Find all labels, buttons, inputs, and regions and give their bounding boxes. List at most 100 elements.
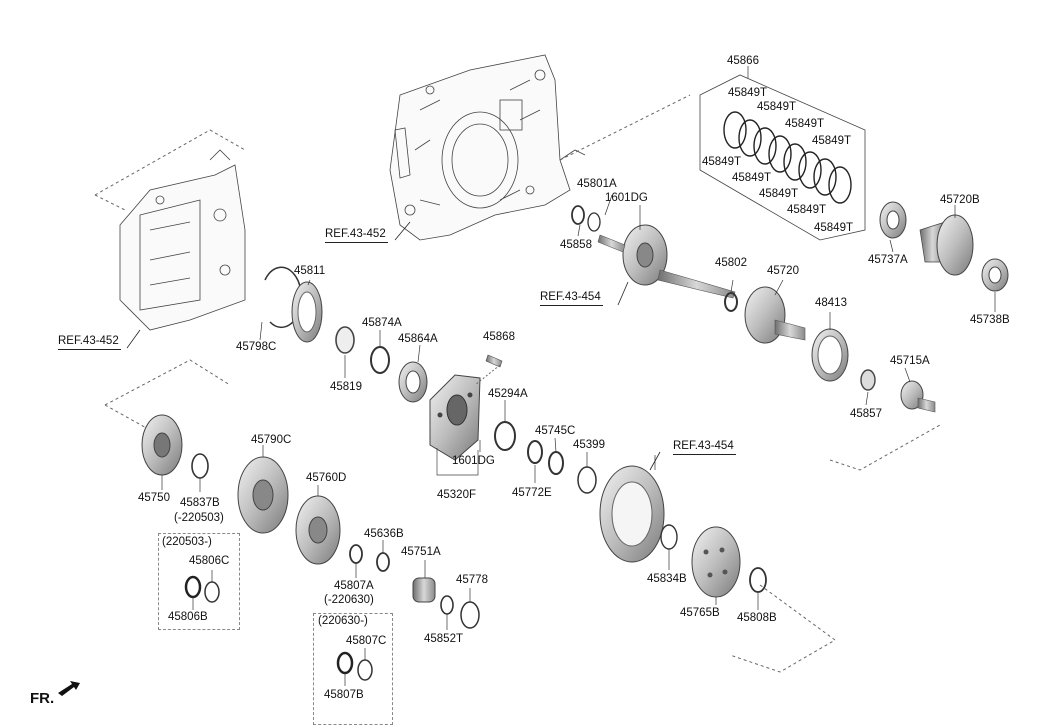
part-label: 45849T (812, 135, 852, 147)
leader-45808B (729, 584, 836, 673)
part-label: 45849T (702, 156, 742, 168)
part-label: 45866 (727, 55, 759, 67)
leader-45868 (474, 364, 501, 386)
ref-link-top-case[interactable]: REF.43-452 (325, 228, 388, 243)
ring-45874A (370, 346, 390, 374)
part-label: (-220503) (174, 512, 224, 524)
clutch-group-outline (699, 74, 866, 241)
part-label: 45772E (512, 487, 552, 499)
part-label: 45849T (732, 172, 772, 184)
part-label: 45750 (138, 492, 170, 504)
part-label: 45807A (334, 580, 374, 592)
ring-48413-inner (817, 335, 843, 375)
part-label: 45806B (168, 611, 208, 623)
ring-45745C (548, 451, 564, 475)
front-direction-label: FR. (30, 690, 55, 707)
housing-45320F (429, 374, 481, 461)
gear-45750 (141, 414, 183, 476)
ring-45636B (376, 552, 390, 572)
ring-45858 (571, 205, 585, 225)
part-label: 45806C (189, 555, 230, 567)
bearing-45864A-inner (405, 370, 421, 394)
part-label: (-220630) (324, 594, 374, 606)
ring-45772E (527, 440, 543, 464)
ring-45819 (335, 326, 355, 354)
gear-45760D (295, 495, 341, 565)
part-label: 45808B (737, 612, 777, 624)
part-label: 45819 (330, 381, 362, 393)
part-label: 45849T (728, 87, 768, 99)
bearing-45738B-inner (988, 266, 1002, 284)
large-ring-gear (599, 465, 665, 563)
part-label: 45807C (346, 635, 387, 647)
ring-45807A (349, 544, 363, 564)
part-label: 45760D (306, 472, 347, 484)
gear-45720 (744, 286, 806, 344)
clutch-plates (723, 111, 852, 204)
ref-link-shaft[interactable]: REF.43-454 (540, 291, 603, 306)
part-label: 45790C (251, 434, 292, 446)
leader-left-case-2 (94, 194, 126, 211)
part-label: 45745C (535, 425, 576, 437)
part-label: 45778 (456, 574, 488, 586)
part-label: 45294A (488, 388, 528, 400)
ring-45801A (587, 212, 601, 232)
ring-45852T (440, 595, 454, 615)
part-label: 45849T (757, 101, 797, 113)
part-label: 45751A (401, 546, 441, 558)
part-label: 48413 (815, 297, 847, 309)
part-label: 45765B (680, 607, 720, 619)
part-label: (220630-) (318, 615, 368, 627)
ring-45834B (660, 524, 678, 550)
part-label: 45857 (850, 408, 882, 420)
gear-45720B (919, 214, 974, 276)
transmission-case-left (119, 149, 246, 331)
part-label: 45720B (940, 194, 980, 206)
leader-45320F (436, 448, 479, 476)
part-label: 45864A (398, 333, 438, 345)
leader-case-clutch (559, 94, 691, 161)
ring-45802 (724, 292, 738, 312)
part-label: 45320F (437, 489, 477, 501)
ring-45857 (860, 369, 876, 391)
gear-45790C (237, 456, 289, 534)
leader-45750-2 (104, 404, 151, 431)
part-label: 45834B (647, 573, 687, 585)
part-label: 45858 (560, 239, 592, 251)
variant-box-220630 (313, 613, 393, 725)
part-label: 1601DG (605, 192, 648, 204)
part-label: 45807B (324, 689, 364, 701)
ref-link-ring-gear[interactable]: REF.43-454 (673, 440, 736, 455)
ref-leaders (126, 221, 661, 471)
part-label: 45737A (868, 254, 908, 266)
variant-box-220503 (158, 533, 240, 630)
part-label: 45801A (577, 178, 617, 190)
gear-45715A (900, 380, 936, 413)
part-label: (220503-) (162, 536, 212, 548)
ring-45294A (494, 421, 516, 451)
part-label: 45849T (759, 188, 799, 200)
front-arrow-icon (58, 681, 80, 696)
ref-link-left-case[interactable]: REF.43-452 (58, 335, 121, 350)
part-label: 45399 (573, 439, 605, 451)
ring-45837B (191, 453, 209, 479)
part-label: 45849T (785, 118, 825, 130)
part-label: 45849T (787, 204, 827, 216)
ring-45811-inner (297, 291, 317, 333)
gear-45765B (691, 526, 741, 598)
part-label: 45837B (180, 497, 220, 509)
part-label: 45798C (236, 341, 277, 353)
part-label: 45849T (814, 222, 854, 234)
part-label: 1601DG (452, 455, 495, 467)
part-label: 45811 (294, 265, 326, 277)
bolt-45868 (485, 354, 503, 368)
ring-45399 (577, 466, 597, 494)
part-label: 45852T (424, 633, 464, 645)
leader-left-case (94, 129, 246, 196)
part-label: 45715A (890, 355, 930, 367)
part-label: 45874A (362, 317, 402, 329)
part-label: 45868 (483, 331, 515, 343)
bearing-45737A-inner (886, 210, 900, 230)
gear-45751A (412, 577, 436, 603)
